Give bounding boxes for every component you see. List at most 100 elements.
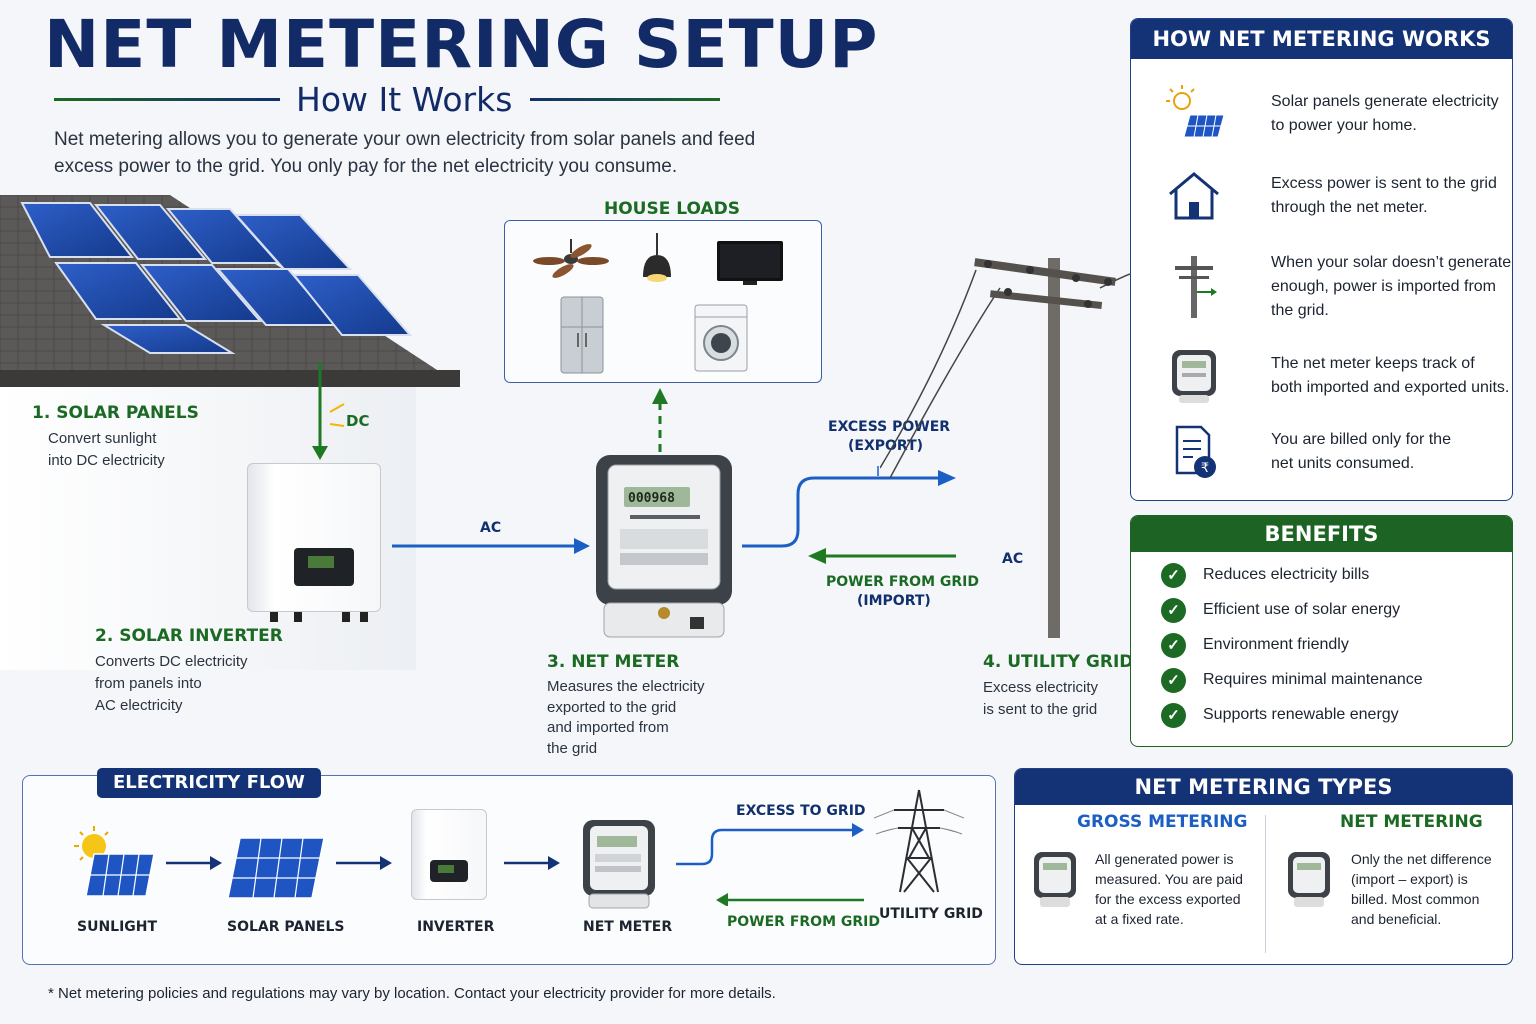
washing-machine-icon <box>694 304 748 372</box>
flow-inverter-icon <box>411 809 487 900</box>
net-metering-desc: Only the net difference (import – export… <box>1351 851 1492 927</box>
flow-grid-label: UTILITY GRID <box>879 906 983 922</box>
roof-with-solar-panels-icon <box>0 195 460 387</box>
electricity-flow-title: ELECTRICITY FLOW <box>97 768 321 798</box>
step-inverter-desc-3: AC electricity <box>95 697 183 714</box>
inverter-display <box>294 548 354 586</box>
gross-metering-title: GROSS METERING <box>1077 812 1248 832</box>
meter-icon <box>1161 347 1227 405</box>
step-panels-title: 1. SOLAR PANELS <box>32 403 199 423</box>
page-title: NET METERING SETUP <box>44 6 879 83</box>
step-meter-desc-3: and imported from <box>547 719 669 736</box>
net-meter-icon <box>596 455 732 638</box>
benefit-item: ✓Requires minimal maintenance <box>1161 667 1423 693</box>
flow-meter-label: NET METER <box>583 919 673 935</box>
solar-panel-sun-icon <box>1161 85 1227 143</box>
ac-label-right: AC <box>1002 551 1024 567</box>
flow-arrow-3 <box>504 856 560 870</box>
metering-types-title: NET METERING TYPES <box>1015 769 1512 805</box>
subtitle-divider-right <box>530 98 720 101</box>
flow-sunlight-label: SUNLIGHT <box>77 919 158 935</box>
television-icon <box>717 241 783 285</box>
gross-meter-icon <box>1034 852 1076 907</box>
refrigerator-icon <box>560 296 604 374</box>
types-divider <box>1265 815 1266 953</box>
pendant-lamp-icon <box>643 233 671 282</box>
flow-import-label: POWER FROM GRID <box>727 914 880 930</box>
import-label-1: POWER FROM GRID <box>826 574 979 590</box>
net-meter-small-icon <box>1288 852 1330 907</box>
ceiling-fan-icon <box>533 239 609 278</box>
solar-inverter <box>247 463 381 622</box>
step-grid-desc-1: Excess electricity <box>983 679 1099 696</box>
check-icon: ✓ <box>1161 562 1186 588</box>
step-inverter-title: 2. SOLAR INVERTER <box>95 626 283 646</box>
step-panels-desc-1: Convert sunlight <box>48 430 157 447</box>
gross-metering-desc: All generated power is measured. You are… <box>1095 851 1243 927</box>
metering-types-card: NET METERING TYPES GROSS METERING All ge… <box>1014 768 1513 965</box>
meter-reading: 000968 <box>628 491 675 506</box>
transmission-tower-icon <box>874 789 964 893</box>
ac-arrow-inverter-to-meter <box>392 538 590 554</box>
page-subtitle: How It Works <box>296 80 513 119</box>
subtitle-divider-left <box>54 98 280 101</box>
how-it-works-card: HOW NET METERING WORKS Solar panels gene… <box>1130 18 1513 501</box>
bill-rupee-icon: ₹ <box>1161 423 1227 481</box>
check-icon: ✓ <box>1161 632 1186 658</box>
step-meter-desc-2: exported to the grid <box>547 699 677 716</box>
benefit-item: ✓Supports renewable energy <box>1161 702 1399 728</box>
benefits-card: BENEFITS ✓Reduces electricity bills ✓Eff… <box>1130 515 1513 747</box>
step-meter-desc-4: the grid <box>547 740 598 757</box>
benefit-item: ✓Environment friendly <box>1161 632 1349 658</box>
step-grid-desc-2: is sent to the grid <box>983 701 1098 718</box>
sunlight-icon <box>74 826 155 897</box>
check-icon: ✓ <box>1161 597 1186 623</box>
how-it-works-title: HOW NET METERING WORKS <box>1131 19 1512 59</box>
footnote: * Net metering policies and regulations … <box>48 985 776 1002</box>
house-loads-title: HOUSE LOADS <box>604 199 740 219</box>
benefit-item: ✓Reduces electricity bills <box>1161 562 1369 588</box>
flow-net-meter-icon <box>583 820 655 909</box>
step-inverter-desc-1: Converts DC electricity <box>95 653 248 670</box>
flow-excess-label: EXCESS TO GRID <box>736 803 866 819</box>
step-panels-desc-2: into DC electricity <box>48 452 165 469</box>
solar-panels-icon <box>227 837 325 899</box>
dc-label: DC <box>346 412 370 430</box>
flow-inverter-label: INVERTER <box>417 919 495 935</box>
check-icon: ✓ <box>1161 667 1186 693</box>
benefit-item: ✓Efficient use of solar energy <box>1161 597 1400 623</box>
import-label-2: (IMPORT) <box>857 593 931 609</box>
utility-pole-small-icon <box>1161 256 1227 318</box>
house-icon <box>1161 167 1227 225</box>
benefits-title: BENEFITS <box>1131 516 1512 552</box>
dc-arrow <box>312 362 345 460</box>
intro-paragraph: Net metering allows you to generate your… <box>54 129 756 177</box>
export-label-2: (EXPORT) <box>848 438 924 454</box>
net-metering-title: NET METERING <box>1340 812 1483 832</box>
utility-pole-icon <box>880 258 1130 638</box>
flow-arrow-2 <box>336 856 392 870</box>
step-meter-title: 3. NET METER <box>547 652 680 672</box>
step-meter-desc-1: Measures the electricity <box>547 678 705 695</box>
check-icon: ✓ <box>1161 702 1186 728</box>
house-loads-panel <box>504 220 822 383</box>
step-grid-title: 4. UTILITY GRID <box>983 652 1134 672</box>
step-inverter-desc-2: from panels into <box>95 675 202 692</box>
svg-text:₹: ₹ <box>1201 461 1209 476</box>
flow-panels-label: SOLAR PANELS <box>227 919 345 935</box>
export-import-arrows <box>742 466 956 564</box>
flow-export-import-arrows <box>676 823 864 906</box>
flow-arrow-1 <box>166 856 222 870</box>
loads-dashed-arrow <box>652 388 668 456</box>
ac-label-left: AC <box>480 520 502 536</box>
